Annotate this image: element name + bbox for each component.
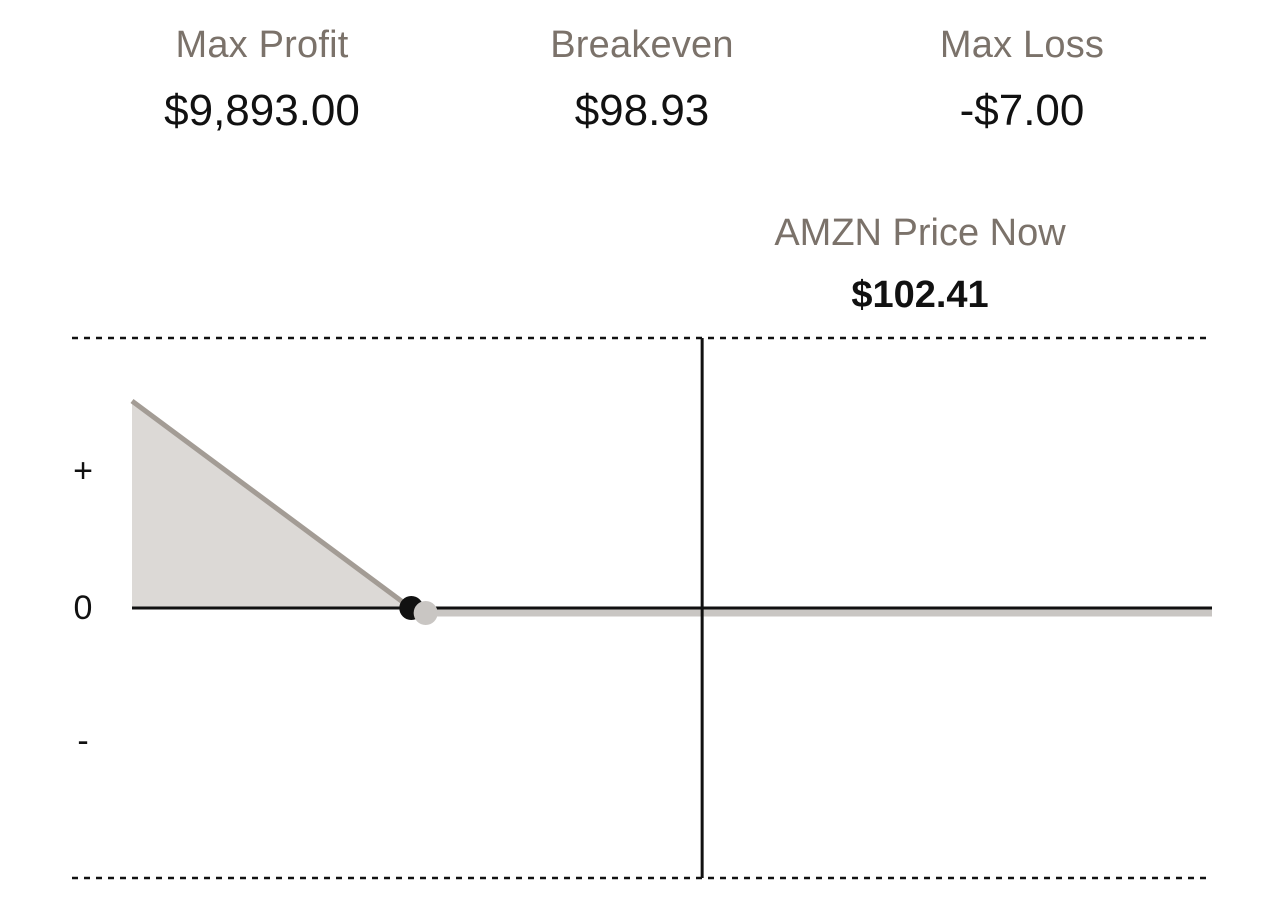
payoff-line <box>130 398 413 611</box>
price-now-value: $102.41 <box>851 274 989 316</box>
payoff-summary: Max Profit $9,893.00 Breakeven $98.93 Ma… <box>0 0 1284 150</box>
breakeven-label: Breakeven <box>550 24 734 66</box>
max-profit-label: Max Profit <box>175 24 349 66</box>
y-axis-negative-label: - <box>77 722 89 760</box>
y-axis-zero-label: 0 <box>73 589 93 627</box>
strike-dot <box>413 601 438 625</box>
max-loss-label: Max Loss <box>939 24 1105 66</box>
breakeven-value: $98.93 <box>574 86 710 135</box>
y-axis-positive-label: + <box>73 452 93 490</box>
max-loss-value: -$7.00 <box>959 86 1085 135</box>
price-now-label: AMZN Price Now <box>774 212 1066 254</box>
max-profit-value: $9,893.00 <box>164 86 360 135</box>
